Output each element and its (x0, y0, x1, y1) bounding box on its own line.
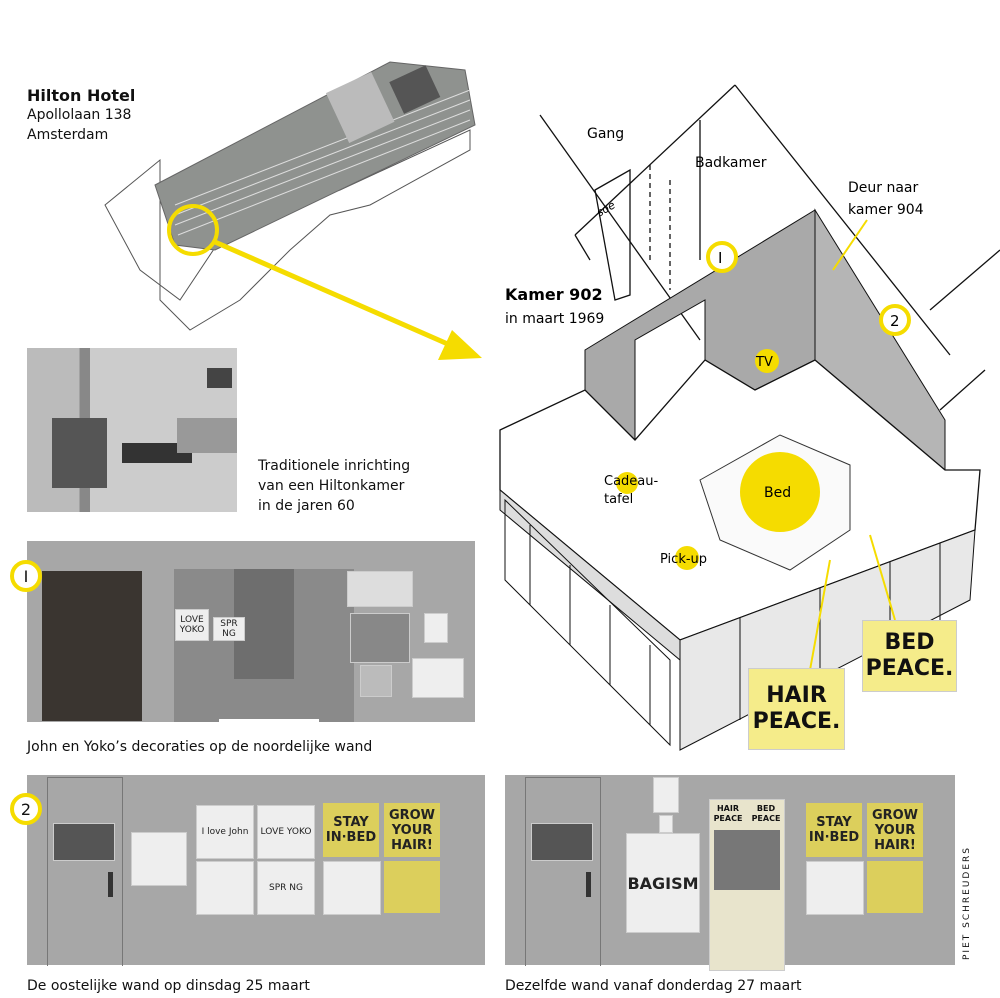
door (525, 777, 601, 966)
north-wall-caption: John en Yoko’s decoraties op de noordeli… (27, 739, 373, 755)
flyer-card (653, 777, 679, 813)
hotel-info: Hilton Hotel Apollolaan 138 Amsterdam (27, 86, 135, 145)
door-handle (108, 872, 113, 897)
east-wall-caption-after: Dezelfde wand vanaf donderdag 27 maart (505, 978, 802, 994)
love-yoko-card: LOVE YOKO (175, 609, 209, 641)
label-deur-2: kamer 904 (848, 202, 924, 218)
photo-card (53, 823, 115, 861)
label-deur-1: Deur naar (848, 180, 919, 196)
photo-card (347, 571, 413, 607)
label-gang: Gang (587, 126, 624, 142)
east-wall-panel-after: BAGISM HAIR PEACE BED PEACE STAY IN·BED … (505, 775, 955, 971)
small-card (659, 815, 673, 833)
marker-one-label: I (718, 249, 722, 267)
hair-peace-label: HAIR PEACE (713, 804, 743, 823)
love-yoko-card: LOVE YOKO (257, 805, 315, 859)
bagism-card: BAGISM (626, 833, 700, 933)
drawing-card (131, 832, 187, 886)
caption-line: in de jaren 60 (258, 498, 355, 514)
stay-in-bed-card: STAY IN·BED (806, 803, 862, 857)
photo-card (350, 613, 410, 663)
grow-your-hair-card: GROW YOUR HAIR! (867, 803, 923, 857)
pickup-marker (675, 546, 699, 570)
spring-card: SPR NG (257, 861, 315, 915)
corridor-image (174, 569, 354, 759)
bed-marker (740, 452, 820, 532)
drawing-card (196, 861, 254, 915)
marker-two-label: 2 (890, 312, 900, 330)
door-handle (586, 872, 591, 897)
location-marker (167, 204, 219, 256)
caption-line: van een Hiltonkamer (258, 478, 405, 494)
marker-one-room (706, 241, 738, 273)
east-wall-caption-before: De oostelijke wand op dinsdag 25 maart (27, 978, 310, 994)
grow-your-hair-card: GROW YOUR HAIR! (384, 803, 440, 857)
photo-card (360, 665, 392, 697)
label-cadeau-1: Cadeau- (604, 474, 658, 489)
traditional-room-photo (27, 348, 237, 512)
photo-card (412, 658, 464, 698)
caption-line: Traditionele inrichting (258, 458, 411, 474)
room-title: Kamer 902 (505, 285, 603, 304)
label-cadeau-2: tafel (604, 492, 633, 507)
room-subtitle: in maart 1969 (505, 311, 604, 327)
sign-line: PEACE. (865, 656, 954, 681)
i-love-john-card: I love John (196, 805, 254, 859)
label-pickup: Pick-up (660, 552, 707, 567)
tv-marker (755, 349, 779, 373)
drawing-card (806, 861, 864, 915)
label-badkamer: Badkamer (695, 155, 767, 171)
spring-card: SPR NG (213, 617, 245, 641)
marker-two-room (879, 304, 911, 336)
door (47, 777, 123, 966)
bed-peace-label: BED PEACE (751, 804, 781, 823)
photo-card (424, 613, 448, 643)
sign-line: PEACE. (752, 709, 841, 734)
door-sign-label: soe (594, 198, 617, 219)
photo-card (531, 823, 593, 861)
drawing-card-yellow (384, 861, 440, 913)
drawing-card-yellow (867, 861, 923, 913)
east-wall-panel-before: I love John LOVE YOKO SPR NG STAY IN·BED… (27, 775, 485, 966)
cabinet-image (42, 571, 142, 721)
hotel-address: Apollolaan 138 (27, 107, 132, 123)
hotel-aerial-drawing (104, 61, 482, 360)
drawing-card (323, 861, 381, 915)
cadeautafel-marker (616, 472, 638, 494)
label-tv: TV (755, 355, 773, 370)
marker-one: I (10, 560, 42, 592)
poster-card: HAIR PEACE BED PEACE (709, 799, 785, 971)
north-wall-panel: LOVE YOKO SPR NG (27, 541, 475, 759)
sign-line: BED (884, 630, 935, 655)
label-bed: Bed (764, 485, 791, 501)
stay-in-bed-card: STAY IN·BED (323, 803, 379, 857)
sign-line: HAIR (766, 683, 827, 708)
credit: PIET SCHREUDERS (962, 845, 972, 960)
hotel-city: Amsterdam (27, 127, 109, 143)
photo-caption: Traditionele inrichting van een Hiltonka… (258, 456, 410, 516)
hotel-name: Hilton Hotel (27, 86, 136, 105)
arrow-head-icon (438, 330, 482, 360)
arrow-line (213, 239, 452, 348)
marker-two: 2 (10, 793, 42, 825)
